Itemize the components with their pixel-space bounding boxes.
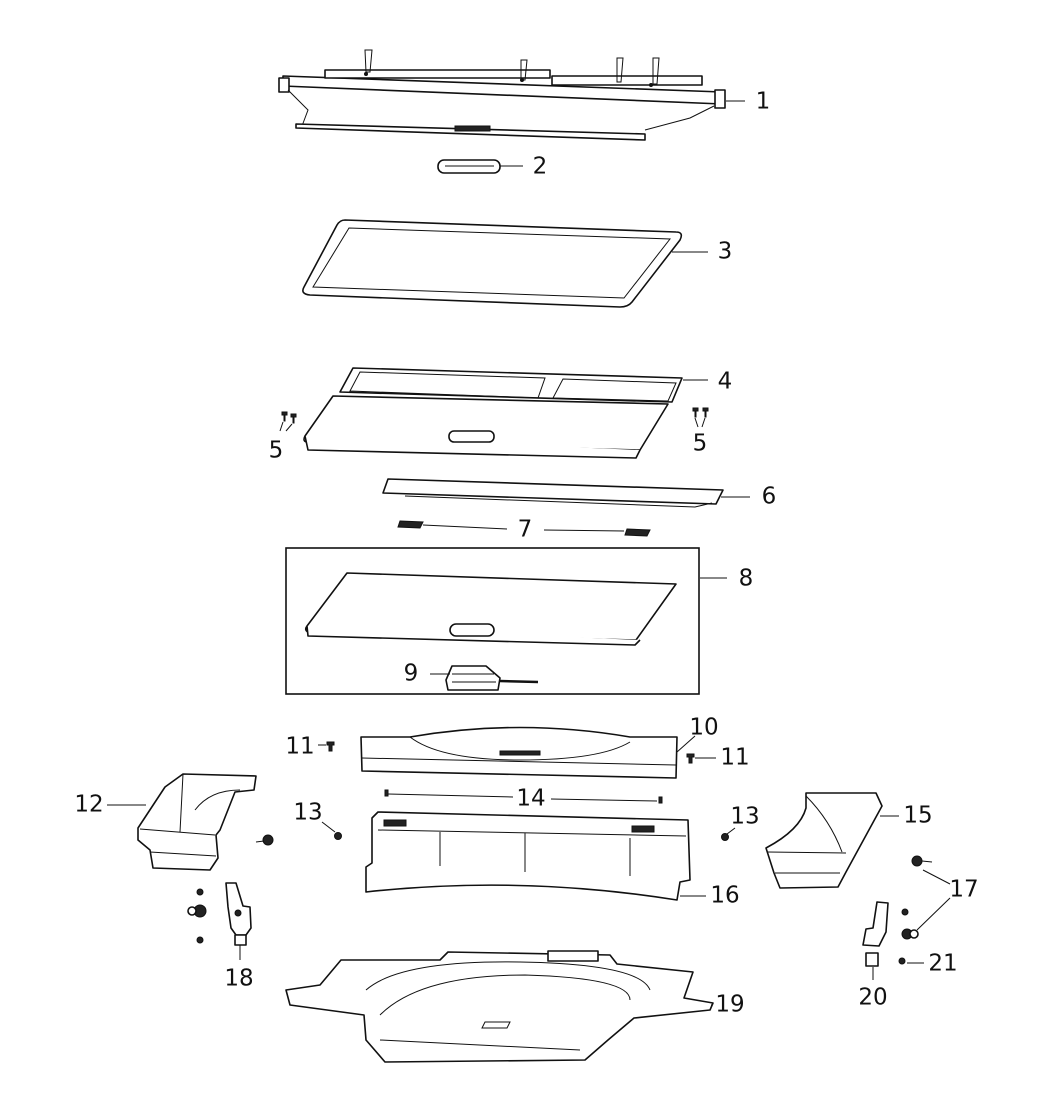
part-4-load-floor-panel[interactable] [303,367,708,459]
callout-number-8[interactable]: 8 [738,565,754,592]
callout-number-14[interactable]: 14 [516,785,546,812]
callout-number-20[interactable]: 20 [858,984,888,1011]
part-6-lid[interactable] [382,478,750,508]
part-11-screw-right[interactable] [686,753,716,764]
part-16-center-storage-bin[interactable] [365,811,706,901]
callout-number-6[interactable]: 6 [761,483,777,510]
part-13-clip-right[interactable] [721,827,736,841]
part-3-cargo-mat[interactable] [302,219,708,308]
part-8-kit-group-box [285,547,700,695]
callout-number-13[interactable]: 13 [730,803,760,830]
callout-number-3[interactable]: 3 [717,238,733,265]
callout-number-11[interactable]: 11 [720,744,750,771]
part-11-screw-left[interactable] [318,741,335,752]
callout-number-13[interactable]: 13 [293,799,323,826]
callout-number-16[interactable]: 16 [710,882,740,909]
part-7-pads[interactable] [397,520,651,537]
callout-number-1[interactable]: 1 [755,88,771,115]
part-5-fasteners-right[interactable] [692,407,709,428]
callout-number-9[interactable]: 9 [403,660,419,687]
callout-number-11[interactable]: 11 [285,733,315,760]
callout-number-10[interactable]: 10 [689,714,719,741]
part-14-pins[interactable] [384,789,663,804]
callout-number-21[interactable]: 21 [928,950,958,977]
callout-number-12[interactable]: 12 [74,791,104,818]
callout-number-18[interactable]: 18 [224,965,254,992]
callout-number-15[interactable]: 15 [903,802,933,829]
part-9-latch[interactable] [430,665,539,691]
callout-number-4[interactable]: 4 [717,368,733,395]
callout-number-17[interactable]: 17 [949,876,979,903]
part-20-right-bracket[interactable] [862,901,889,980]
callout-number-5[interactable]: 5 [692,430,708,457]
part-5-fasteners-left[interactable] [279,411,297,432]
part-21-nuts[interactable] [898,908,924,965]
part-19-load-floor-tub[interactable] [285,950,714,1063]
part-18-left-bracket[interactable] [187,882,252,960]
part-1-cargo-cover-roller[interactable] [278,49,745,141]
callout-number-2[interactable]: 2 [532,153,548,180]
callout-number-7[interactable]: 7 [517,516,533,543]
part-17-push-pins[interactable] [255,834,951,940]
part-13-clip-left[interactable] [321,821,342,840]
part-10-rear-trim[interactable] [360,726,696,779]
part-2-handle[interactable] [437,159,523,174]
callout-number-19[interactable]: 19 [715,991,745,1018]
part-15-right-storage-bin[interactable] [765,792,899,889]
callout-number-5[interactable]: 5 [268,437,284,464]
part-12-left-storage-bin[interactable] [107,773,257,871]
part-8-panel[interactable] [304,572,727,646]
